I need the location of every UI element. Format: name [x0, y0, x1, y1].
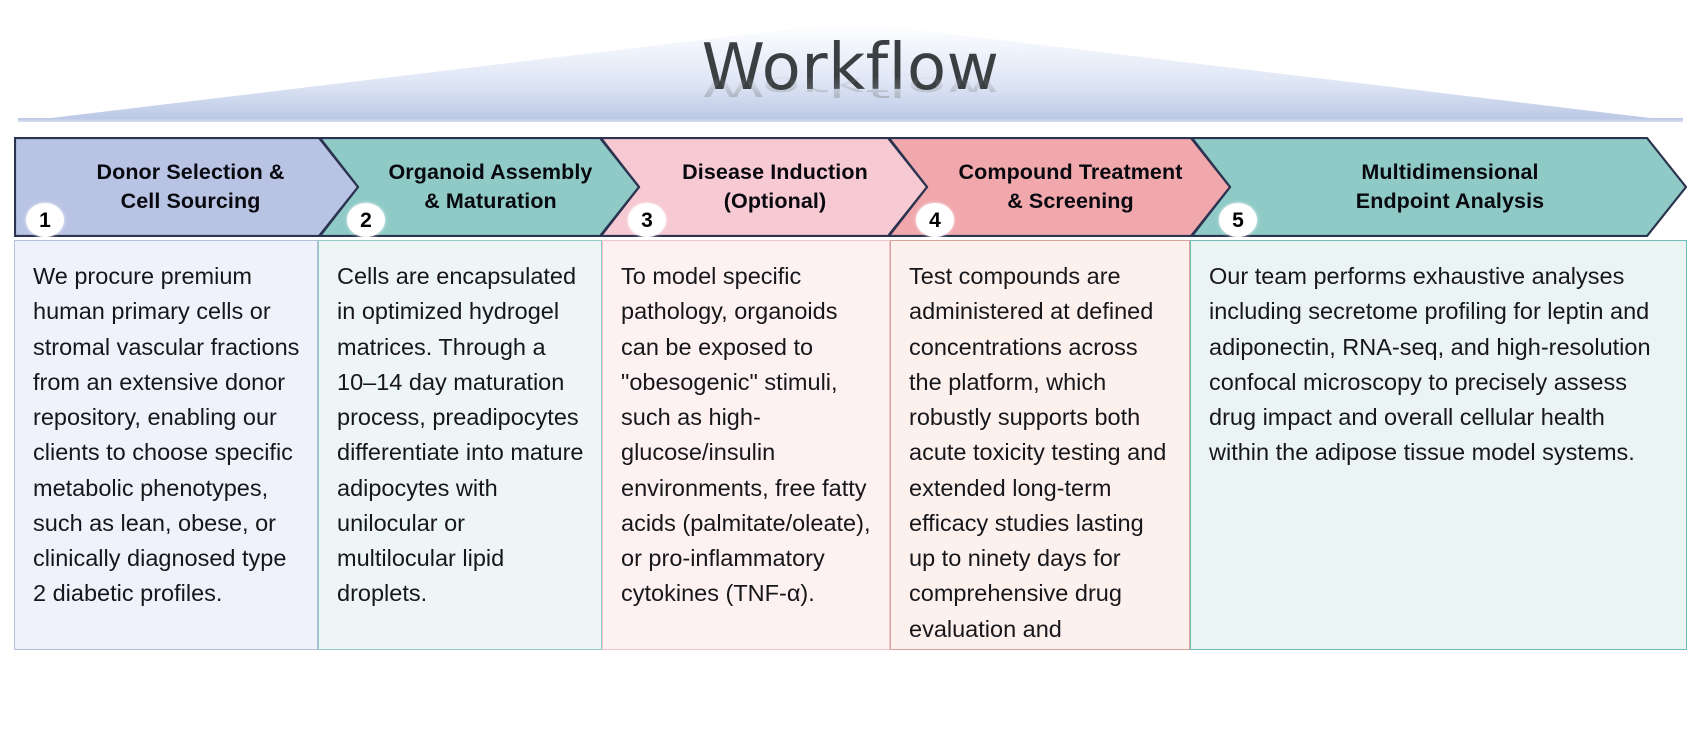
- chevron-shape-1: [14, 137, 359, 237]
- header-banner: Workflow Workflow: [0, 0, 1701, 137]
- workflow-step-description-4: Test compounds are administered at defin…: [890, 240, 1190, 650]
- banner-underline: [18, 118, 1683, 122]
- workflow-step-header-5[interactable]: [1191, 137, 1687, 237]
- workflow-step-description-3: To model specific pathology, organoids c…: [602, 240, 890, 650]
- workflow-step-number-badge-5: 5: [1219, 203, 1257, 237]
- workflow-step-number-badge-2: 2: [347, 203, 385, 237]
- workflow-step-number-badge-1: 1: [26, 203, 64, 237]
- workflow-step-body-row: We procure premium human primary cells o…: [14, 240, 1687, 650]
- page-title: Workflow: [701, 31, 1000, 105]
- workflow-step-description-2: Cells are encapsulated in optimized hydr…: [318, 240, 602, 650]
- workflow-step-description-1: We procure premium human primary cells o…: [14, 240, 318, 650]
- workflow-step-header-1[interactable]: [14, 137, 359, 237]
- workflow-step-number-badge-4: 4: [916, 203, 954, 237]
- workflow-step-description-5: Our team performs exhaustive analyses in…: [1190, 240, 1687, 650]
- chevron-shape-5: [1191, 137, 1687, 237]
- workflow-step-number-badge-3: 3: [628, 203, 666, 237]
